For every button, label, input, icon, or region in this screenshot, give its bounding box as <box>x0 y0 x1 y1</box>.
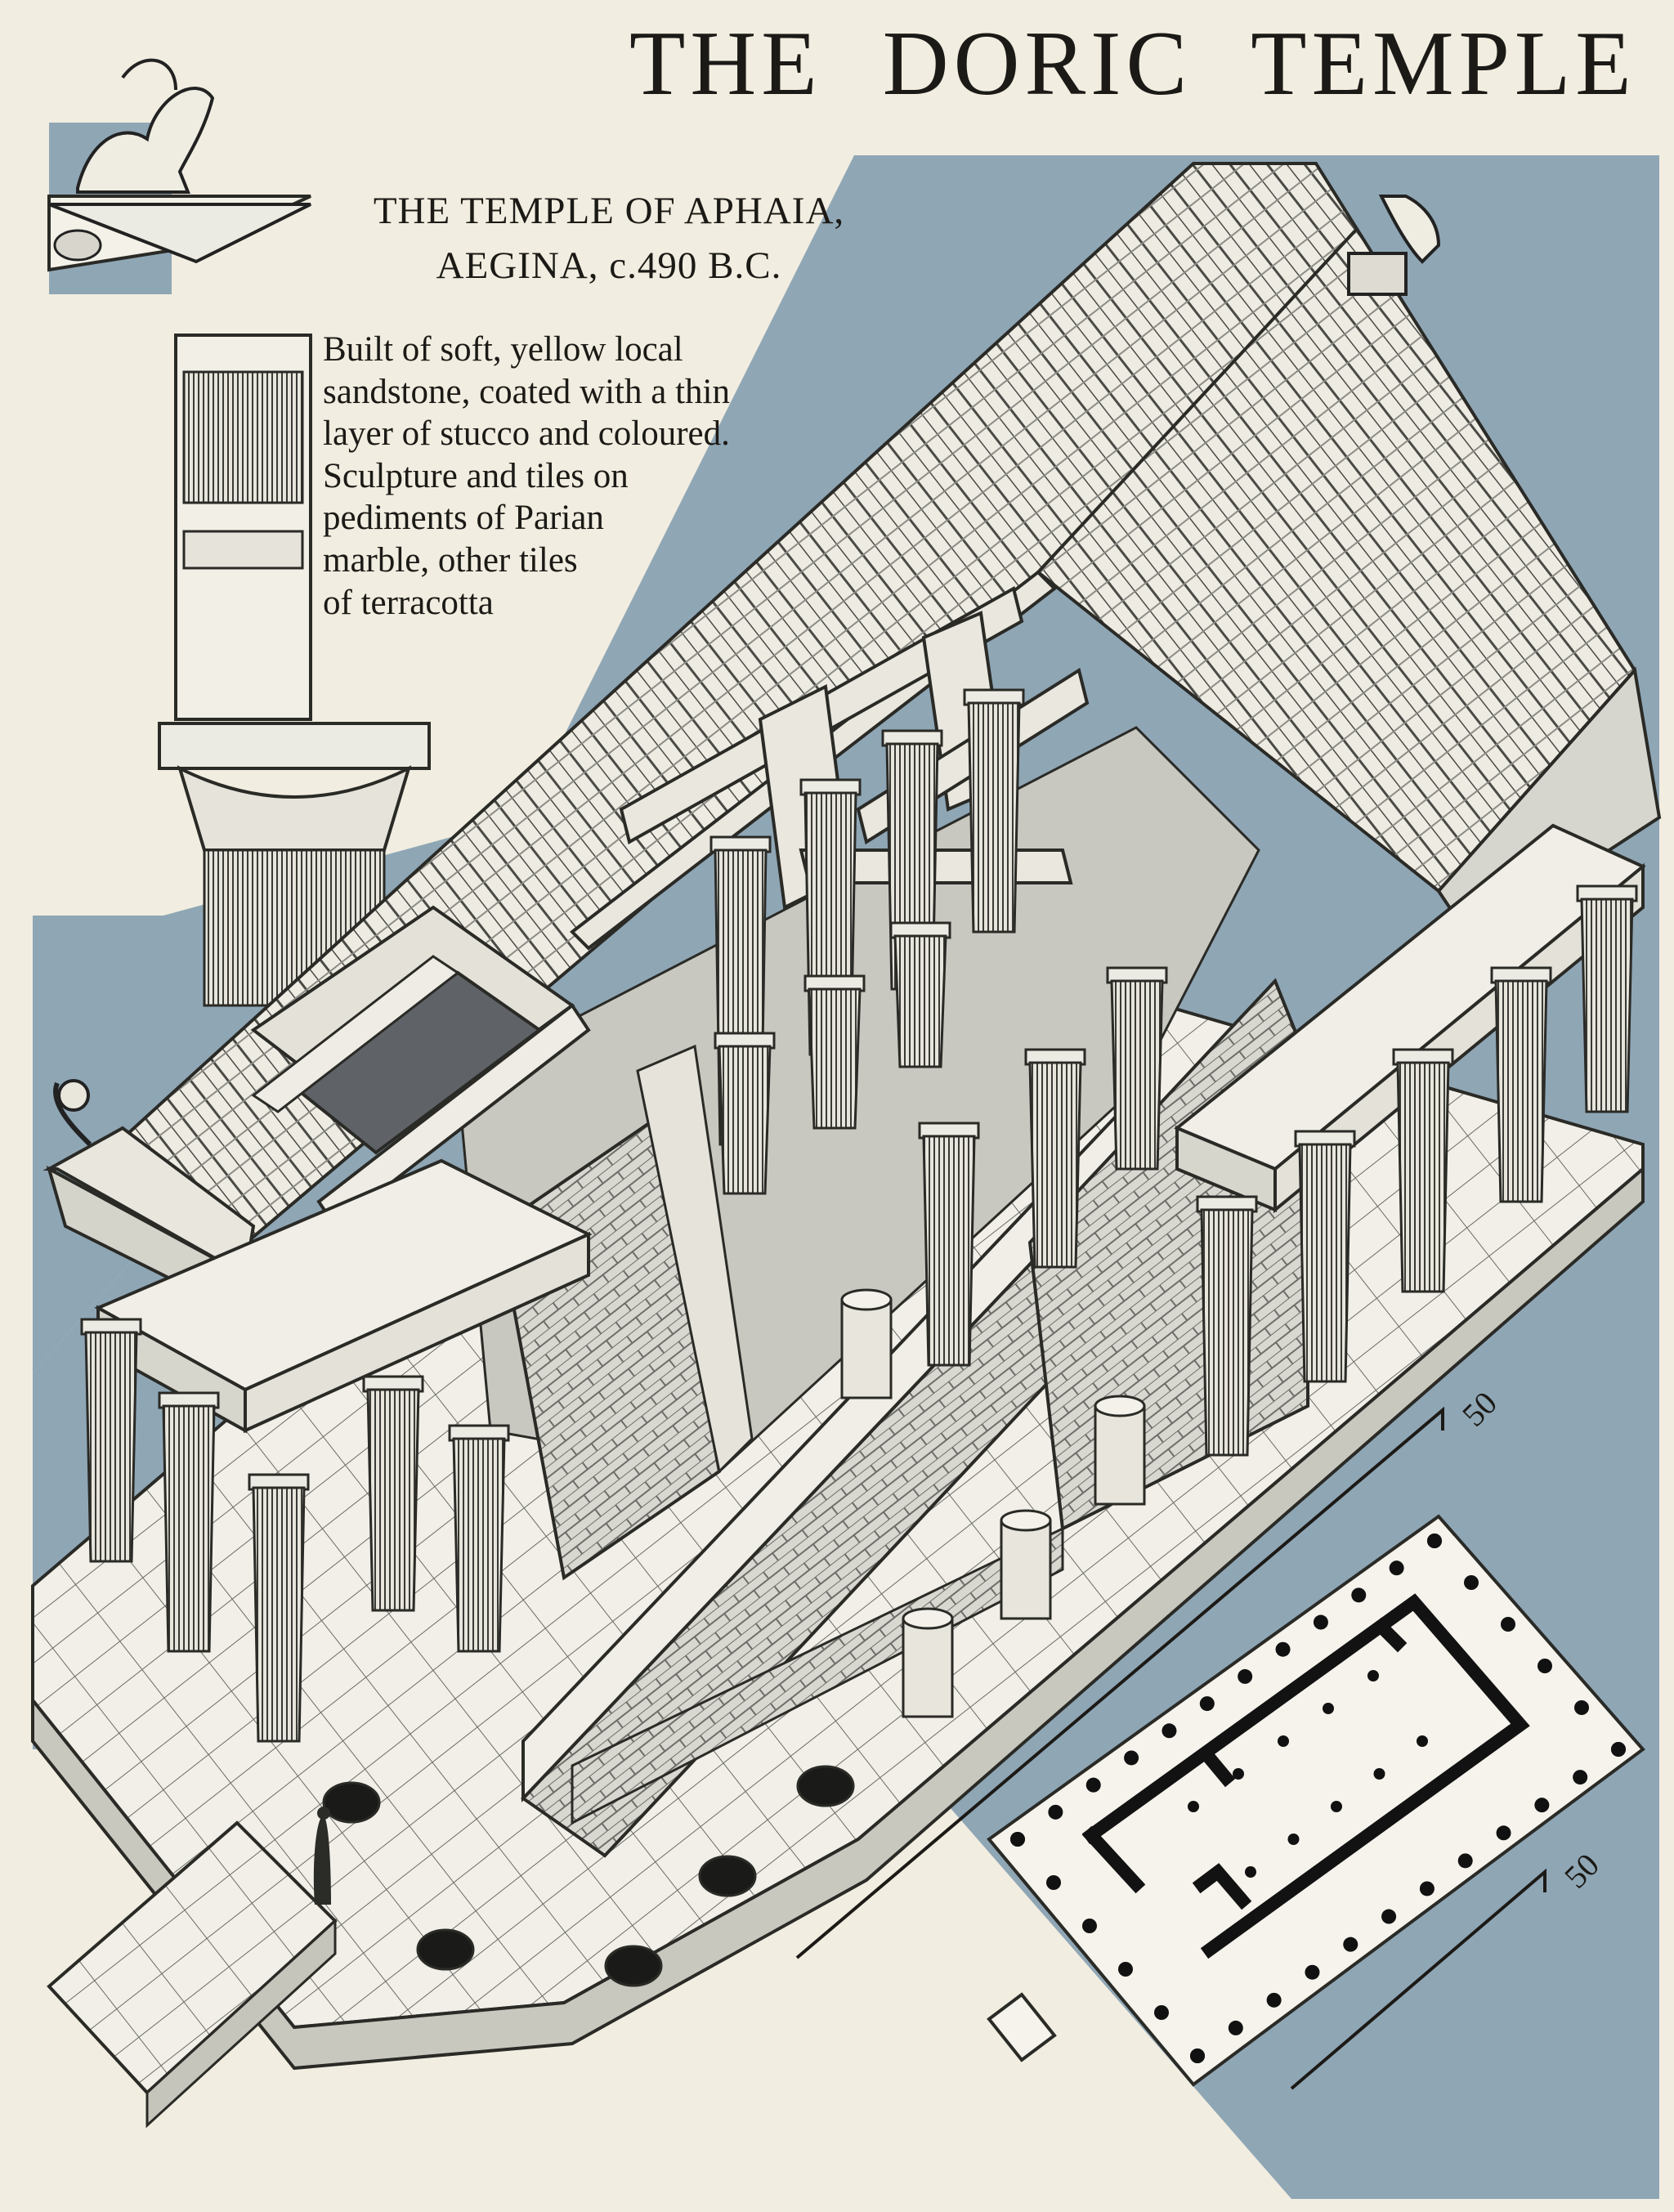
plan-dot <box>1188 1801 1199 1812</box>
plan-dot <box>1275 1641 1291 1657</box>
plan-dot <box>1574 1700 1589 1715</box>
plan-dot <box>1389 1560 1404 1576</box>
plan-dot <box>1287 1834 1300 1845</box>
doric-column <box>1196 1195 1258 1457</box>
plan-dot <box>1417 1735 1428 1747</box>
plan-dot <box>1154 2005 1169 2020</box>
plan-dot <box>1611 1742 1626 1757</box>
column-base-hole <box>322 1781 381 1824</box>
plan-dot <box>1464 1575 1479 1590</box>
column-base-hole <box>416 1928 475 1971</box>
doric-column <box>1294 1130 1356 1383</box>
column-base-hole <box>604 1945 663 1987</box>
plan-dot <box>1190 2049 1205 2063</box>
temple-columns <box>80 688 1638 1743</box>
caption-line: of terracotta <box>323 583 494 622</box>
plan-dot <box>1351 1587 1367 1603</box>
temple-subtitle: THE TEMPLE OF APHAIA, AEGINA, c.490 B.C. <box>307 184 911 293</box>
page-title: THE DORIC TEMPLE <box>629 13 1636 114</box>
plan-dot <box>1199 1696 1215 1712</box>
plan-dot <box>1367 1670 1379 1681</box>
plan-dot <box>1419 1881 1435 1896</box>
plan-dot <box>1381 1909 1397 1924</box>
doric-column <box>889 921 951 1068</box>
doric-column <box>448 1424 510 1653</box>
plan-dot <box>1343 1937 1358 1952</box>
column-bases <box>322 1765 855 1987</box>
plan-dot <box>1457 1853 1473 1869</box>
plan-dot <box>1233 1768 1244 1780</box>
plan-dot <box>1323 1703 1334 1714</box>
temple-model <box>31 162 1662 2129</box>
plan-column-dots <box>1010 1534 1626 2063</box>
plan-dot <box>1266 1992 1282 2008</box>
caption-line: sandstone, coated with a thin <box>323 372 730 411</box>
scale-bar-lower <box>1290 1868 1546 2090</box>
scale-bar-upper <box>795 1406 1444 1959</box>
plan-dot <box>1373 1768 1385 1780</box>
column-base-hole <box>796 1765 855 1807</box>
doric-column <box>963 688 1025 934</box>
subtitle-line-2: AEGINA, c.490 B.C. <box>436 244 782 287</box>
plan-dot <box>1118 1962 1133 1977</box>
doric-column <box>158 1391 220 1653</box>
figure-person-icon <box>313 1807 331 1905</box>
plan-dot <box>1501 1617 1515 1632</box>
caption-line: pediments of Parian <box>323 499 604 538</box>
plan-dot <box>1496 1825 1511 1841</box>
plan-dot <box>1238 1668 1253 1684</box>
column-stump <box>1000 1509 1052 1620</box>
plan-dot <box>1245 1866 1256 1878</box>
lion-head-spout-icon <box>53 1079 92 1147</box>
doric-column <box>1576 884 1638 1113</box>
doric-column <box>362 1375 424 1612</box>
column-stumps <box>840 1288 1146 1718</box>
doric-column <box>1106 966 1168 1171</box>
plan-dot <box>1573 1770 1588 1785</box>
plan-dot <box>1228 2020 1243 2035</box>
description-caption: Built of soft, yellow local sandstone, c… <box>323 329 846 624</box>
plan-dot <box>1010 1832 1025 1847</box>
doric-column <box>714 1032 776 1195</box>
column-base-hole <box>698 1855 757 1897</box>
subtitle-line-1: THE TEMPLE OF APHAIA, <box>373 190 845 232</box>
doric-column <box>918 1122 980 1367</box>
caption-line: Sculpture and tiles on <box>323 456 629 495</box>
column-stump <box>902 1607 954 1718</box>
doric-column <box>803 974 866 1130</box>
plan-dot <box>1162 1723 1177 1739</box>
plan-dot <box>1331 1801 1342 1812</box>
plan-dot <box>1537 1659 1552 1673</box>
floor-plan <box>987 1514 1645 2087</box>
plan-dot <box>1082 1919 1097 1933</box>
plan-dot <box>1427 1534 1442 1548</box>
column-stump <box>840 1288 893 1399</box>
plan-dot <box>1046 1875 1061 1890</box>
doric-column <box>248 1473 310 1743</box>
plan-dot <box>1085 1777 1101 1793</box>
caption-line: layer of stucco and coloured. <box>323 414 730 454</box>
rear-acroterion-icon <box>1347 195 1441 296</box>
doric-column <box>80 1318 142 1563</box>
caption-line: marble, other tiles <box>323 540 578 580</box>
plan-dot <box>1534 1798 1550 1813</box>
plan-dot <box>1313 1614 1328 1630</box>
doric-column <box>1392 1048 1454 1293</box>
griffin-acroterion-icon <box>48 58 311 264</box>
doric-column <box>1024 1048 1086 1269</box>
plan-dot <box>1048 1804 1063 1820</box>
plan-dot <box>1278 1735 1289 1747</box>
plan-dot <box>1305 1964 1320 1980</box>
column-stump <box>1094 1395 1146 1506</box>
plan-dot <box>1124 1750 1139 1766</box>
doric-column <box>1490 966 1552 1203</box>
caption-line: Built of soft, yellow local <box>323 330 683 369</box>
